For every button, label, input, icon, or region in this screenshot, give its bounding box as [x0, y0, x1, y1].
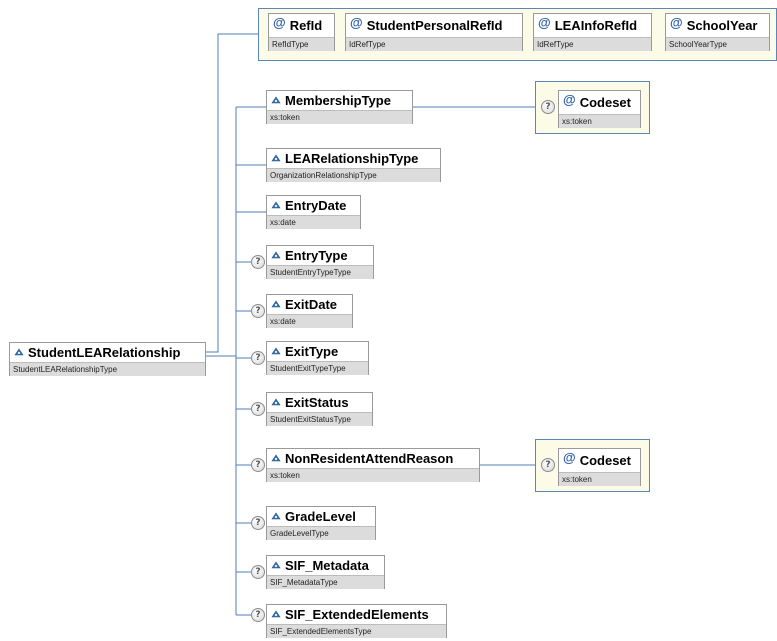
element-diamond-icon: [271, 610, 281, 618]
element-title: SIF_Metadata: [267, 556, 384, 575]
attribute-schoolyear[interactable]: @SchoolYear SchoolYearType: [665, 13, 770, 51]
element-diamond-icon: [271, 561, 281, 569]
element-type: xs:token: [267, 468, 479, 482]
attribute-schoolyear-title: @SchoolYear: [666, 14, 769, 37]
element-exittype[interactable]: ExitType StudentExitTypeType: [266, 341, 369, 375]
attribute-studentpersonalrefid-title: @StudentPersonalRefId: [346, 14, 522, 37]
element-type: SIF_MetadataType: [267, 575, 384, 589]
element-title: EntryType: [267, 246, 373, 265]
element-diamond-icon: [271, 154, 281, 162]
question-mark-icon: ?: [251, 255, 265, 269]
attribute-codeset-nonresident[interactable]: @Codeset xs:token: [558, 448, 641, 486]
question-mark-icon: ?: [251, 458, 265, 472]
root-element-title: StudentLEARelationship: [10, 343, 205, 362]
element-title: LEARelationshipType: [267, 149, 440, 168]
attribute-schoolyear-type: SchoolYearType: [666, 37, 769, 51]
root-element-type: StudentLEARelationshipType: [10, 362, 205, 376]
element-diamond-icon: [271, 300, 281, 308]
element-exitdate[interactable]: ExitDate xs:date: [266, 294, 353, 328]
root-element-node[interactable]: StudentLEARelationship StudentLEARelatio…: [9, 342, 206, 376]
element-nonresidentattendreason[interactable]: NonResidentAttendReason xs:token: [266, 448, 480, 482]
element-diamond-icon: [271, 201, 281, 209]
at-sign-icon: @: [563, 450, 576, 465]
element-type: StudentExitTypeType: [267, 361, 368, 375]
question-mark-icon: ?: [251, 351, 265, 365]
element-membershiptype[interactable]: MembershipType xs:token: [266, 90, 413, 124]
at-sign-icon: @: [273, 15, 286, 30]
element-title: MembershipType: [267, 91, 412, 110]
attribute-codeset-type: xs:token: [559, 114, 640, 128]
element-diamond-icon: [271, 251, 281, 259]
element-diamond-icon: [271, 512, 281, 520]
root-element-name: StudentLEARelationship: [28, 345, 181, 360]
element-title: EntryDate: [267, 196, 360, 215]
element-type: SIF_ExtendedElementsType: [267, 624, 446, 638]
question-mark-icon: ?: [251, 608, 265, 622]
attribute-codeset-membership[interactable]: @Codeset xs:token: [558, 90, 641, 128]
element-title: ExitStatus: [267, 393, 372, 412]
element-type: xs:date: [267, 215, 360, 229]
element-type: xs:date: [267, 314, 352, 328]
attribute-refid-type: RefIdType: [269, 37, 334, 51]
element-type: GradeLevelType: [267, 526, 375, 540]
element-type: StudentExitStatusType: [267, 412, 372, 426]
element-learelationshiptype[interactable]: LEARelationshipType OrganizationRelation…: [266, 148, 441, 182]
element-title: SIF_ExtendedElements: [267, 605, 446, 624]
element-diamond-icon: [271, 454, 281, 462]
element-exitstatus[interactable]: ExitStatus StudentExitStatusType: [266, 392, 373, 426]
question-mark-icon: ?: [251, 402, 265, 416]
element-entrydate[interactable]: EntryDate xs:date: [266, 195, 361, 229]
attribute-studentpersonalrefid-type: IdRefType: [346, 37, 522, 51]
element-type: xs:token: [267, 110, 412, 124]
attribute-codeset-title: @Codeset: [559, 91, 640, 114]
at-sign-icon: @: [350, 15, 363, 30]
attribute-leainforefid[interactable]: @LEAInfoRefId IdRefType: [533, 13, 652, 51]
root-to-attributes-connector: [206, 33, 258, 353]
attribute-refid[interactable]: @RefId RefIdType: [268, 13, 335, 51]
attribute-codeset-type: xs:token: [559, 472, 640, 486]
element-sif-metadata[interactable]: SIF_Metadata SIF_MetadataType: [266, 555, 385, 589]
element-type: StudentEntryTypeType: [267, 265, 373, 279]
at-sign-icon: @: [538, 15, 551, 30]
element-diamond-icon: [271, 347, 281, 355]
attribute-codeset-title: @Codeset: [559, 449, 640, 472]
question-mark-icon: ?: [251, 516, 265, 530]
attribute-leainforefid-type: IdRefType: [534, 37, 651, 51]
element-type: OrganizationRelationshipType: [267, 168, 440, 182]
element-diamond-icon: [271, 96, 281, 104]
question-mark-icon: ?: [251, 565, 265, 579]
element-title: ExitType: [267, 342, 368, 361]
element-sif-extendedelements[interactable]: SIF_ExtendedElements SIF_ExtendedElement…: [266, 604, 447, 638]
element-title: NonResidentAttendReason: [267, 449, 479, 468]
element-title: ExitDate: [267, 295, 352, 314]
at-sign-icon: @: [563, 92, 576, 107]
element-entrytype[interactable]: EntryType StudentEntryTypeType: [266, 245, 374, 279]
attribute-leainforefid-title: @LEAInfoRefId: [534, 14, 651, 37]
element-title: GradeLevel: [267, 507, 375, 526]
element-gradelevel[interactable]: GradeLevel GradeLevelType: [266, 506, 376, 540]
element-diamond-icon: [271, 398, 281, 406]
question-mark-icon: ?: [541, 458, 555, 472]
at-sign-icon: @: [670, 15, 683, 30]
question-mark-icon: ?: [541, 100, 555, 114]
element-diamond-icon: [14, 348, 24, 356]
attribute-studentpersonalrefid[interactable]: @StudentPersonalRefId IdRefType: [345, 13, 523, 51]
attribute-refid-title: @RefId: [269, 14, 334, 37]
question-mark-icon: ?: [251, 304, 265, 318]
